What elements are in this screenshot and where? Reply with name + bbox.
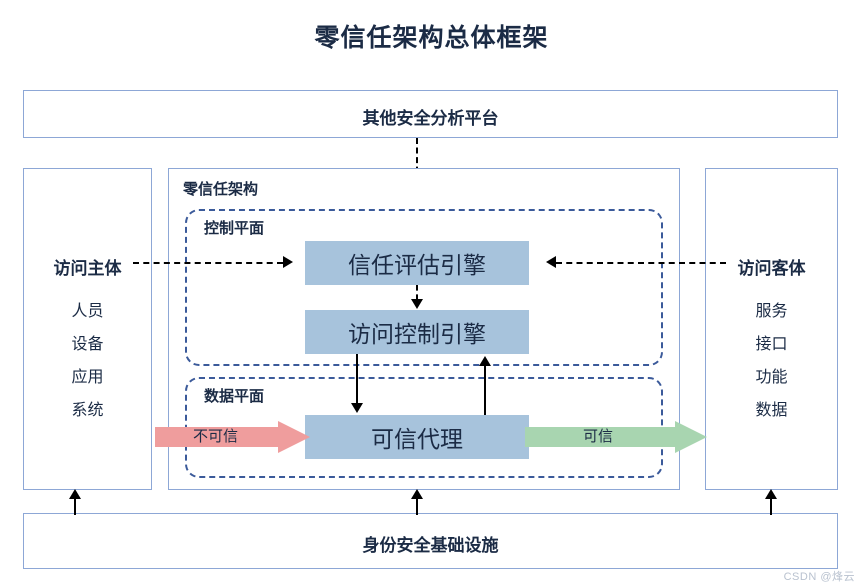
arrowhead-identity-to-object-panel bbox=[765, 489, 777, 499]
other-security-analysis-platform-box: 其他安全分析平台 bbox=[23, 90, 838, 138]
access-object-panel: 访问客体 服务 接口 功能 数据 bbox=[705, 168, 838, 490]
other-security-analysis-platform-label: 其他安全分析平台 bbox=[362, 109, 499, 128]
list-item: 设备 bbox=[71, 336, 104, 353]
list-item: 接口 bbox=[755, 336, 788, 353]
watermark: CSDN @烽云 bbox=[783, 571, 855, 583]
connector-trust-to-access-engine bbox=[416, 285, 418, 300]
connector-access-engine-to-proxy bbox=[356, 354, 358, 404]
data-plane-label: 数据平面 bbox=[201, 385, 268, 406]
connector-proxy-to-access-engine bbox=[484, 365, 486, 415]
zero-trust-architecture-title: 零信任架构 bbox=[183, 181, 259, 198]
arrowhead-proxy-to-access-engine bbox=[479, 356, 491, 366]
page-title: 零信任架构总体框架 bbox=[314, 24, 549, 52]
control-plane-box: 控制平面 bbox=[185, 209, 663, 366]
arrowhead-object-to-trust-engine bbox=[546, 256, 556, 268]
list-item: 人员 bbox=[71, 303, 104, 320]
trust-evaluation-engine-box: 信任评估引擎 bbox=[305, 241, 529, 285]
connector-identity-to-zta bbox=[416, 497, 418, 515]
trusted-flow-label: 可信 bbox=[583, 428, 614, 445]
trusted-proxy-box: 可信代理 bbox=[305, 415, 529, 459]
list-item: 数据 bbox=[755, 402, 788, 419]
identity-security-infrastructure-box: 身份安全基础设施 bbox=[23, 513, 838, 569]
arrowhead-identity-to-zta bbox=[411, 489, 423, 499]
access-object-title: 访问客体 bbox=[737, 259, 806, 278]
trusted-flow-arrow: 可信 bbox=[525, 421, 707, 453]
connector-identity-to-subject-panel bbox=[74, 497, 76, 515]
list-item: 应用 bbox=[71, 369, 104, 386]
access-object-list: 服务 接口 功能 数据 bbox=[706, 295, 837, 427]
arrowhead-identity-to-subject-panel bbox=[69, 489, 81, 499]
untrusted-flow-arrow: 不可信 bbox=[155, 421, 310, 453]
identity-security-infrastructure-label: 身份安全基础设施 bbox=[362, 536, 499, 555]
connector-identity-to-object-panel bbox=[770, 497, 772, 515]
control-plane-label: 控制平面 bbox=[201, 217, 268, 238]
trusted-arrow-head bbox=[675, 421, 707, 453]
arrowhead-trust-to-access-engine bbox=[411, 299, 423, 309]
list-item: 功能 bbox=[755, 369, 788, 386]
access-subject-list: 人员 设备 应用 系统 bbox=[24, 295, 151, 427]
connector-object-to-trust-engine bbox=[556, 262, 726, 264]
arrowhead-subject-to-control-plane bbox=[283, 256, 293, 268]
connector-subject-to-control-plane bbox=[133, 262, 283, 264]
untrusted-arrow-bar bbox=[155, 427, 280, 447]
untrusted-arrow-head bbox=[278, 421, 310, 453]
access-subject-title: 访问主体 bbox=[53, 259, 122, 278]
trusted-arrow-bar bbox=[525, 427, 677, 447]
list-item: 系统 bbox=[71, 402, 104, 419]
access-subject-panel: 访问主体 人员 设备 应用 系统 bbox=[23, 168, 152, 490]
arrowhead-access-engine-to-proxy bbox=[351, 403, 363, 413]
access-control-engine-box: 访问控制引擎 bbox=[305, 310, 529, 354]
untrusted-flow-label: 不可信 bbox=[193, 428, 239, 445]
list-item: 服务 bbox=[755, 303, 788, 320]
